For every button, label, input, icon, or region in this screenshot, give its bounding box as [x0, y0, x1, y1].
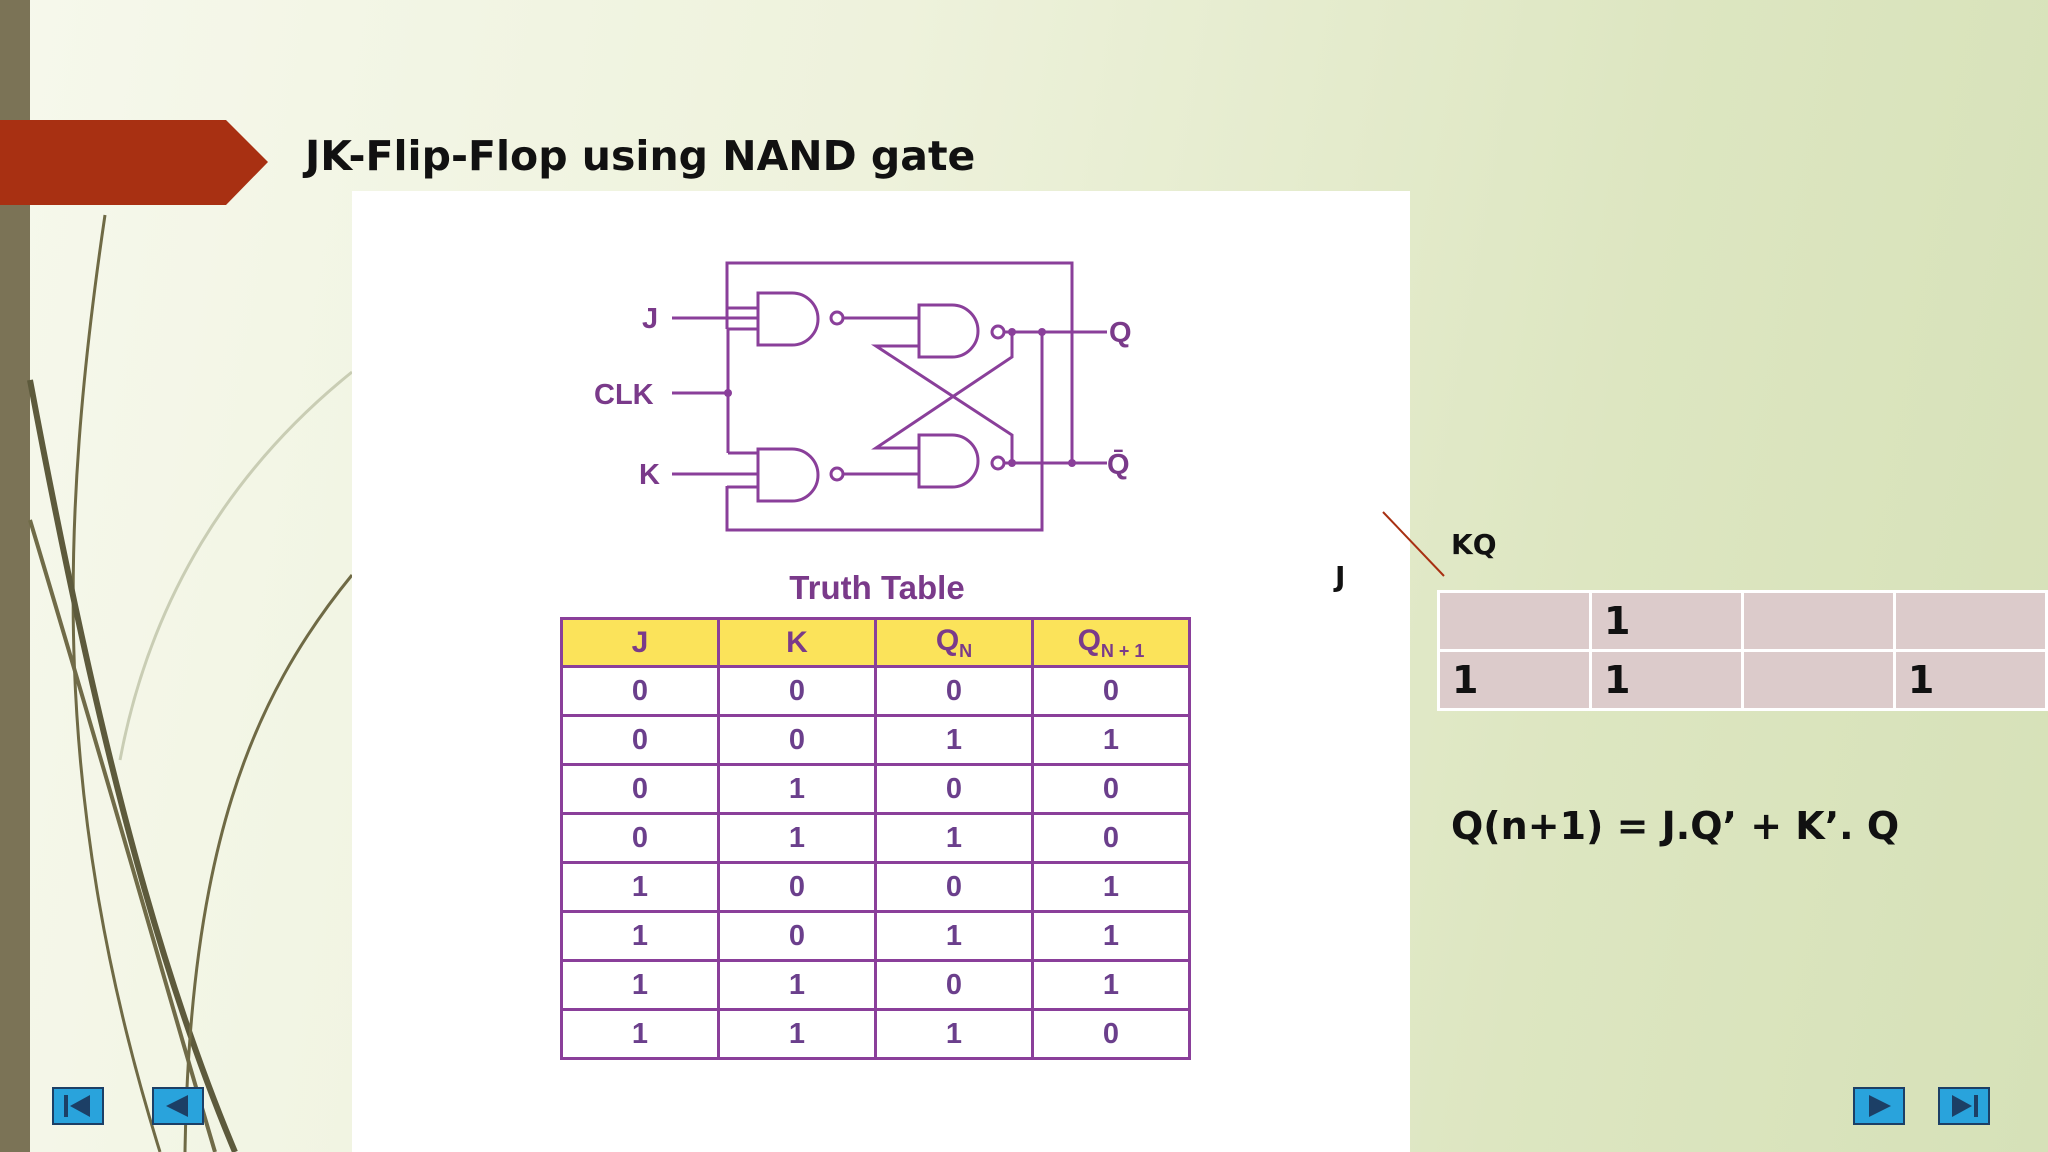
table-cell: 1 [717, 812, 877, 864]
table-cell: 0 [560, 714, 720, 766]
table-cell: 1 [1031, 861, 1191, 913]
truth-table-title: Truth Table [789, 569, 965, 606]
table-cell: 1 [717, 763, 877, 815]
kmap-cell [1741, 590, 1896, 652]
table-cell: 1 [874, 910, 1034, 962]
kmap-cell: 1 [1892, 649, 2048, 711]
karnaugh-map: 1 1 1 1 [1436, 590, 2048, 711]
previous-slide-button[interactable] [152, 1087, 204, 1125]
table-cell: 1 [874, 812, 1034, 864]
input-label-clk: CLK [594, 379, 654, 411]
table-cell: 0 [717, 714, 877, 766]
table-cell: 0 [1031, 763, 1191, 815]
table-cell: 0 [1031, 1008, 1191, 1060]
previous-slide-icon [152, 1087, 204, 1125]
table-cell: 0 [874, 763, 1034, 815]
table-cell: 1 [1031, 714, 1191, 766]
slide-title: JK-Flip-Flop using NAND gate [305, 132, 976, 180]
kmap-cell [1892, 590, 2048, 652]
table-cell: 0 [560, 812, 720, 864]
table-cell: 0 [874, 959, 1034, 1011]
kmap-cell: 1 [1589, 590, 1745, 652]
kmap-row: 1 1 1 [1436, 649, 2048, 711]
table-cell: 0 [874, 861, 1034, 913]
jk-flip-flop-circuit-diagram: J CLK K Q Q̄ [594, 261, 1132, 532]
truth-table-header-row: J K QN QN + 1 [560, 617, 1191, 668]
table-cell: 1 [560, 910, 720, 962]
first-slide-button[interactable] [52, 1087, 104, 1125]
kmap-row: 1 [1436, 590, 2048, 652]
kmap-diagonal-line [1382, 511, 1445, 577]
table-cell: 1 [560, 1008, 720, 1060]
table-cell: 0 [717, 665, 877, 717]
circuit-image-panel: J CLK K Q Q̄ Truth Table J K QN QN + 1 0… [352, 191, 1410, 1152]
header-j: J [560, 617, 720, 668]
kmap-row-label: J [1335, 560, 1346, 593]
input-label-k: K [639, 459, 660, 491]
header-k: K [717, 617, 877, 668]
last-slide-icon [1938, 1087, 1990, 1125]
output-label-qbar: Q̄ [1107, 449, 1130, 481]
table-cell: 1 [717, 1008, 877, 1060]
first-slide-icon [52, 1087, 104, 1125]
kmap-cell [1741, 649, 1896, 711]
table-cell: 1 [1031, 959, 1191, 1011]
last-slide-button[interactable] [1938, 1087, 1990, 1125]
table-cell: 0 [560, 763, 720, 815]
kmap-column-label: KQ [1451, 528, 1497, 561]
boolean-equation: Q(n+1) = J.Q’ + K’. Q [1451, 804, 1900, 848]
output-label-q: Q [1109, 317, 1132, 349]
table-cell: 1 [874, 1008, 1034, 1060]
table-cell: 0 [717, 861, 877, 913]
header-qn1: QN + 1 [1031, 617, 1191, 668]
table-cell: 1 [1031, 910, 1191, 962]
table-cell: 1 [874, 714, 1034, 766]
table-cell: 0 [1031, 812, 1191, 864]
decorative-swoosh [27, 214, 354, 1152]
next-slide-icon [1853, 1087, 1905, 1125]
input-label-j: J [642, 303, 658, 335]
kmap-cell [1436, 590, 1593, 652]
title-arrow-shape [0, 120, 268, 205]
next-slide-button[interactable] [1853, 1087, 1905, 1125]
table-cell: 0 [1031, 665, 1191, 717]
table-cell: 0 [717, 910, 877, 962]
table-cell: 1 [560, 959, 720, 1011]
table-cell: 1 [560, 861, 720, 913]
kmap-cell: 1 [1589, 649, 1745, 711]
table-cell: 1 [717, 959, 877, 1011]
table-cell: 0 [560, 665, 720, 717]
header-qn: QN [874, 617, 1034, 668]
table-cell: 0 [874, 665, 1034, 717]
kmap-cell: 1 [1436, 649, 1593, 711]
